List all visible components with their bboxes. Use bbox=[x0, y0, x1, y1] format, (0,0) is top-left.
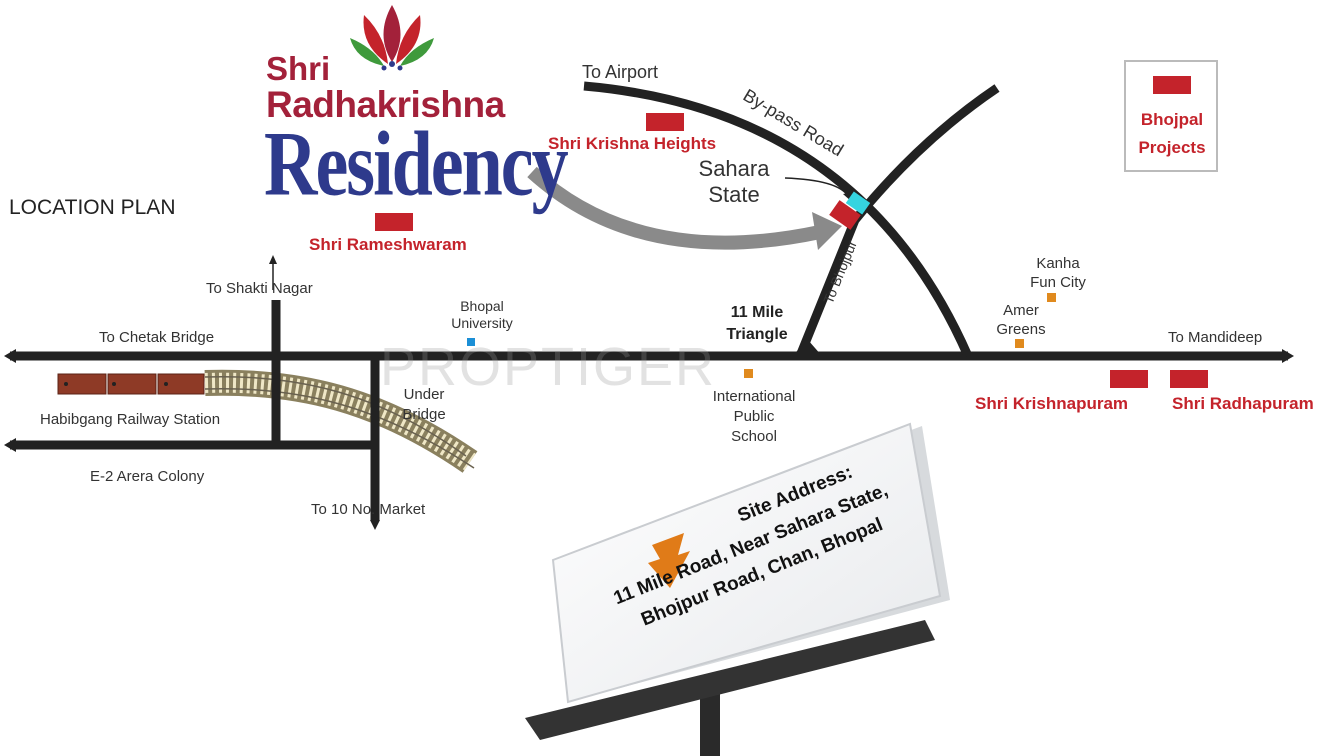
bhopal-line: Bhopal bbox=[460, 298, 504, 314]
kanha-marker bbox=[1047, 293, 1056, 302]
airport-road bbox=[583, 81, 973, 358]
under-line: Under bbox=[403, 386, 445, 403]
bhojpal-line: Bhojpal bbox=[1140, 110, 1204, 129]
eleven-mile-line: 11 Mile bbox=[730, 304, 784, 321]
eleven-mile-label: 11 Mile Triangle bbox=[717, 302, 797, 346]
under-bridge-label: Under Bridge bbox=[392, 385, 456, 425]
krishnapuram-marker bbox=[1110, 370, 1148, 388]
brand-line3: Residency bbox=[264, 113, 569, 216]
habibgang-label: Habibgang Railway Station bbox=[40, 411, 221, 428]
sahara-state-label: Sahara State bbox=[698, 156, 770, 208]
brand-line2: Radhakrishna bbox=[266, 84, 505, 125]
kanha-label: Kanha Fun City bbox=[1020, 254, 1096, 292]
train-icon bbox=[57, 373, 205, 395]
page-title: LOCATION PLAN bbox=[9, 196, 176, 219]
state-line: State bbox=[708, 182, 760, 207]
pointer-arrow bbox=[527, 166, 822, 250]
to-mandideep-label: To Mandideep bbox=[1168, 329, 1263, 346]
amer-line: Amer bbox=[1003, 302, 1039, 319]
fun-city-line: Fun City bbox=[1030, 274, 1086, 291]
brand-line1: Shri bbox=[266, 50, 331, 87]
kanha-line: Kanha bbox=[1036, 255, 1080, 272]
bhojpal-marker bbox=[1153, 76, 1191, 94]
krishna-heights-marker bbox=[646, 113, 684, 131]
amer-greens-label: Amer Greens bbox=[988, 301, 1054, 339]
lotus-logo-icon bbox=[350, 5, 434, 71]
to-chetak-bridge-label: To Chetak Bridge bbox=[99, 329, 215, 346]
radhapuram-label: Shri Radhapuram bbox=[1172, 394, 1314, 413]
to-10-no-market-label: To 10 No. Market bbox=[311, 501, 426, 518]
bhojpal-label: Bhojpal Projects bbox=[1130, 106, 1214, 162]
down-arrow-icon bbox=[648, 533, 690, 588]
to-airport-label: To Airport bbox=[582, 62, 659, 82]
watermark: PROPTIGER bbox=[380, 337, 717, 397]
school-line: School bbox=[731, 428, 777, 445]
international-line: International bbox=[712, 388, 796, 405]
bhopal-university-label: Bhopal University bbox=[444, 298, 520, 332]
krishnapuram-label: Shri Krishnapuram bbox=[975, 394, 1129, 413]
projects-line: Projects bbox=[1138, 138, 1206, 157]
krishna-heights-label: Shri Krishna Heights bbox=[548, 134, 717, 153]
bhojpal-box bbox=[1124, 60, 1218, 172]
radhapuram-marker bbox=[1170, 370, 1208, 388]
school-marker bbox=[744, 369, 753, 378]
e2-arera-label: E-2 Arera Colony bbox=[90, 468, 205, 485]
billboard bbox=[525, 422, 950, 756]
triangle-line: Triangle bbox=[726, 326, 788, 343]
to-shakti-nagar-label: To Shakti Nagar bbox=[206, 280, 313, 297]
school-label: International Public School bbox=[700, 387, 808, 447]
rameshwaram-label: Shri Rameshwaram bbox=[309, 235, 467, 254]
amer-marker bbox=[1015, 339, 1024, 348]
university-marker bbox=[467, 338, 475, 346]
greens-line: Greens bbox=[996, 321, 1046, 338]
university-line: University bbox=[451, 315, 513, 331]
public-line: Public bbox=[733, 408, 775, 425]
rameshwaram-marker bbox=[375, 213, 413, 231]
site-marker bbox=[829, 200, 861, 230]
sahara-line: Sahara bbox=[698, 156, 770, 181]
bridge-line: Bridge bbox=[402, 406, 446, 423]
